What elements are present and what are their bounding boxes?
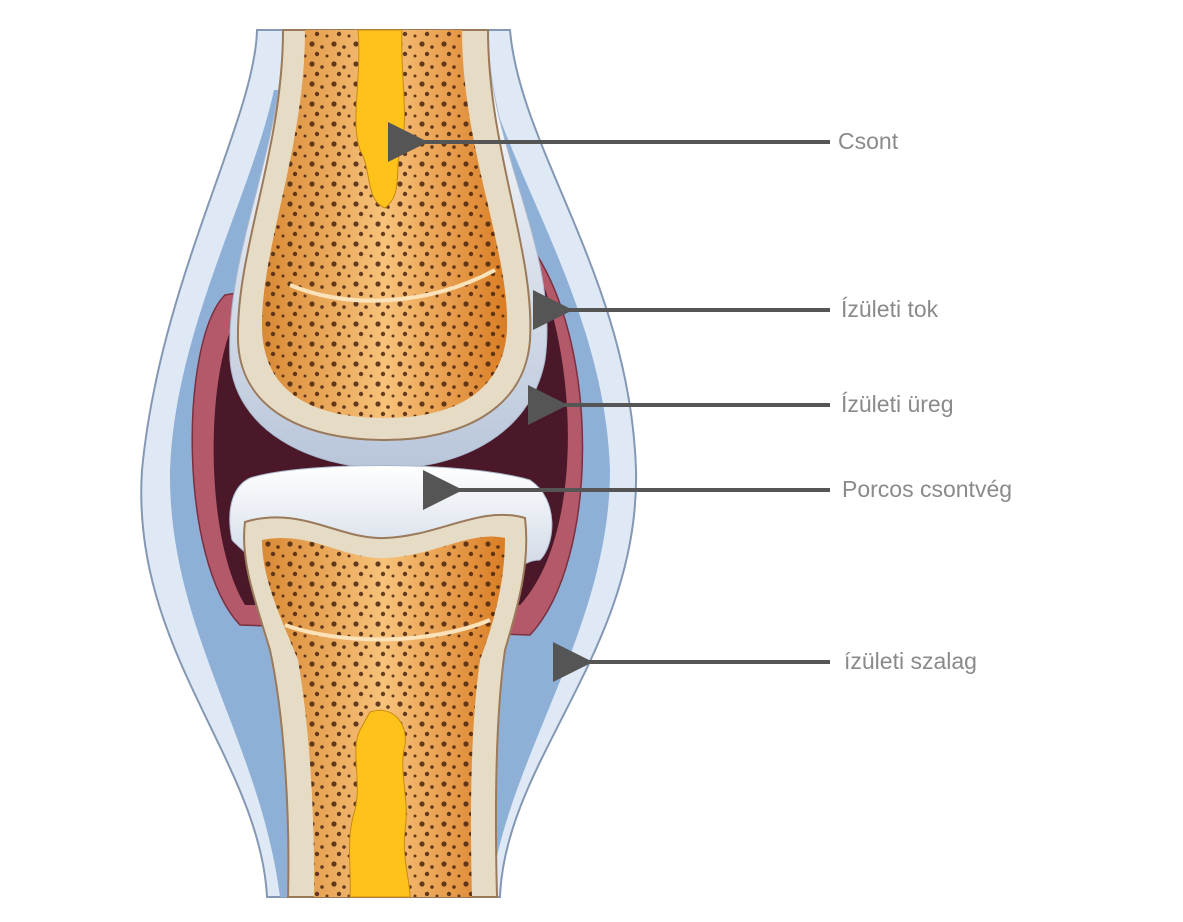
label-joint-capsule: Ízületi tok bbox=[841, 296, 939, 322]
lower-bone bbox=[229, 465, 553, 898]
label-bone: Csont bbox=[838, 128, 899, 154]
marrow-upper bbox=[355, 29, 406, 209]
label-ligament: ízületi szalag bbox=[844, 648, 977, 674]
upper-bone bbox=[229, 29, 548, 469]
marrow-lower bbox=[348, 709, 411, 898]
label-articular-cartilage: Porcos csontvég bbox=[842, 476, 1013, 502]
label-joint-cavity: Ízületi üreg bbox=[841, 391, 954, 417]
